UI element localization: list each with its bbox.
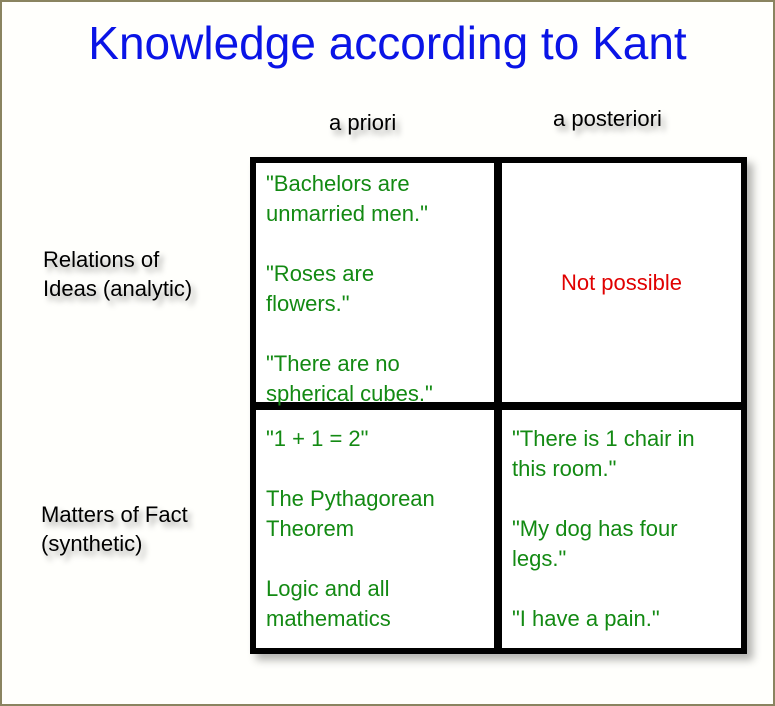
column-header-a-posteriori: a posteriori [553,106,662,131]
knowledge-grid: "Bachelors are unmarried men." "Roses ar… [250,157,747,654]
cell-synthetic-a-priori: "1 + 1 = 2" The Pythagorean Theorem Logi… [256,410,494,648]
not-possible-label: Not possible [560,270,683,295]
column-header-a-priori: a priori [329,110,397,135]
example: "There are no spherical cubes." [266,351,433,406]
row-line: Ideas (analytic) [43,276,193,301]
row-line: (synthetic) [41,531,143,556]
row-header-analytic: Relations of Ideas (analytic) [43,245,192,303]
example: "My dog has four legs." [512,516,678,571]
example: "There is 1 chair in this room." [512,426,695,481]
row-header-synthetic: Matters of Fact (synthetic) [41,500,188,558]
cell-analytic-a-posteriori: Not possible [502,163,741,402]
row-line: Relations of [43,247,160,272]
example: "1 + 1 = 2" [266,426,369,451]
example: The Pythagorean Theorem [266,486,435,541]
diagram-title: Knowledge according to Kant [88,17,687,69]
example: "Bachelors are unmarried men." [266,171,428,226]
cell-synthetic-a-posteriori: "There is 1 chair in this room." "My dog… [502,410,741,648]
example: "Roses are flowers." [266,261,375,316]
cell-analytic-a-priori: "Bachelors are unmarried men." "Roses ar… [256,163,494,406]
example: Logic and all mathematics [266,576,391,631]
row-line: Matters of Fact [41,502,188,527]
example: "I have a pain." [512,606,660,631]
